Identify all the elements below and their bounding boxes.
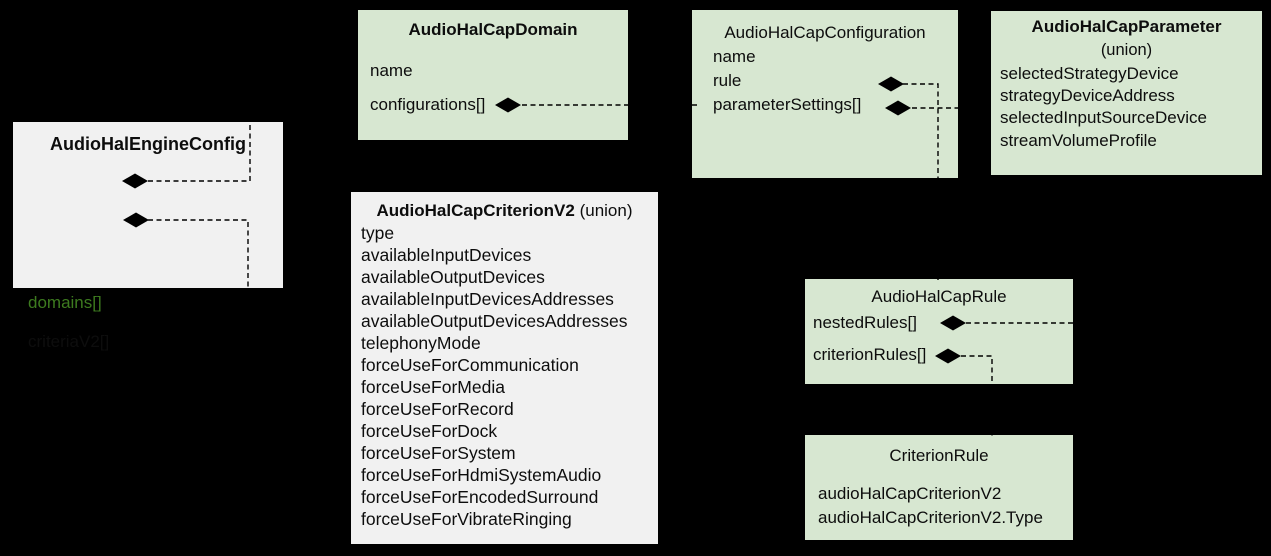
- field-forceuseforhdmisystemaudio: forceUseForHdmiSystemAudio: [361, 465, 602, 485]
- field-criterionrules: criterionRules[]: [813, 345, 927, 364]
- class-box-audiohalcapdomain: AudioHalCapDomain name configurations[]: [358, 10, 628, 140]
- field-list: type availableInputDevices availableOutp…: [361, 222, 628, 530]
- class-title: AudioHalEngineConfig: [50, 134, 246, 154]
- field-forceuseforvibrateringing: forceUseForVibrateRinging: [361, 509, 572, 529]
- field-forceusefordock: forceUseForDock: [361, 421, 498, 441]
- field-rule: rule: [713, 71, 742, 90]
- class-box-audiohalcapconfiguration: AudioHalCapConfiguration name rule param…: [692, 10, 958, 178]
- field-availableoutputdevices: availableOutputDevices: [361, 267, 545, 287]
- field-telephonymode: telephonyMode: [361, 333, 481, 353]
- field-domains: domains[]: [28, 293, 102, 312]
- field-availableinputdevices: availableInputDevices: [361, 245, 532, 265]
- field-forceuseforencodedsurround: forceUseForEncodedSurround: [361, 487, 599, 507]
- class-subtitle-union: (union): [1100, 41, 1153, 59]
- field-type: type: [361, 223, 395, 243]
- field-forceuseforcommunication: forceUseForCommunication: [361, 355, 579, 375]
- field-criteriav2: criteriaV2[]: [28, 332, 110, 351]
- field-availableoutputdevicesaddresses: availableOutputDevicesAddresses: [361, 311, 628, 331]
- field-strategydeviceaddress: strategyDeviceAddress: [1000, 86, 1175, 105]
- field-availableinputdevicesaddresses: availableInputDevicesAddresses: [361, 289, 614, 309]
- class-title: AudioHalCapParameter: [1031, 17, 1222, 36]
- field-parametersettings: parameterSettings[]: [713, 95, 862, 114]
- class-box-audiohalcapparameter: AudioHalCapParameter (union) selectedStr…: [991, 11, 1262, 175]
- class-title-text: AudioHalCapCriterionV2: [376, 201, 575, 220]
- class-subtitle-union: (union): [579, 201, 633, 220]
- class-title: CriterionRule: [889, 446, 989, 465]
- class-box-audiohalcaprule: AudioHalCapRule nestedRules[] criterionR…: [805, 279, 1073, 384]
- field-streamvolumeprofile: streamVolumeProfile: [1000, 131, 1157, 150]
- class-title: AudioHalCapConfiguration: [724, 23, 926, 42]
- class-box-audiohalengineconfig: AudioHalEngineConfig domains[] criteriaV…: [13, 122, 283, 351]
- field-selectedinputsourcedevice: selectedInputSourceDevice: [1000, 108, 1207, 127]
- field-audiohalcapcriterionv2-type: audioHalCapCriterionV2.Type: [818, 508, 1043, 527]
- field-nestedrules: nestedRules[]: [813, 313, 917, 332]
- field-audiohalcapcriterionv2: audioHalCapCriterionV2: [818, 484, 1002, 503]
- field-configurations: configurations[]: [370, 95, 486, 114]
- field-name: name: [713, 47, 756, 66]
- field-forceuseforsystem: forceUseForSystem: [361, 443, 516, 463]
- class-title: AudioHalCapRule: [871, 287, 1007, 306]
- class-title: AudioHalCapCriterionV2 (union): [351, 200, 658, 222]
- field-forceuseformedia: forceUseForMedia: [361, 377, 505, 397]
- field-name: name: [370, 61, 413, 80]
- field-selectedstrategydevice: selectedStrategyDevice: [1000, 64, 1179, 83]
- class-title: AudioHalCapDomain: [408, 20, 578, 39]
- field-forceuseforrecord: forceUseForRecord: [361, 399, 514, 419]
- class-box-audiohalcapcriterionv2: AudioHalCapCriterionV2 (union) type avai…: [351, 192, 658, 544]
- class-box-criterionrule: CriterionRule audioHalCapCriterionV2 aud…: [805, 435, 1073, 540]
